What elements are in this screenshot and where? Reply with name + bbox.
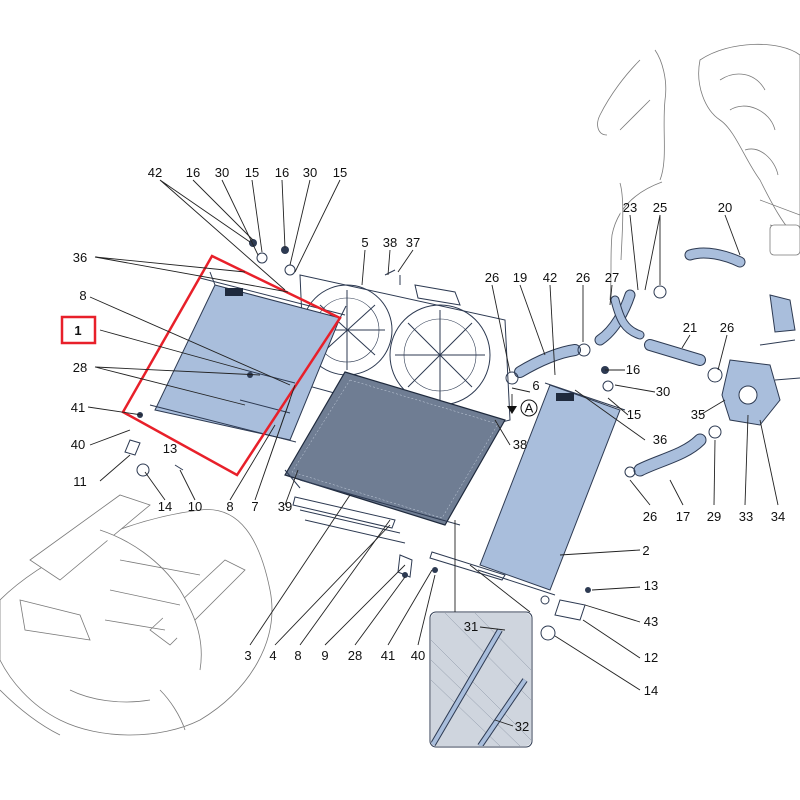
engine-outline-top-right <box>698 43 800 256</box>
right-radiator <box>477 382 626 605</box>
callout-8[interactable]: 8 <box>294 648 301 663</box>
callout-15[interactable]: 15 <box>333 165 347 180</box>
callout-42[interactable]: 42 <box>148 165 162 180</box>
callout-27[interactable]: 27 <box>605 270 619 285</box>
callout-34[interactable]: 34 <box>771 509 785 524</box>
callout-30[interactable]: 30 <box>656 384 670 399</box>
callout-43[interactable]: 43 <box>644 614 658 629</box>
callout-17[interactable]: 17 <box>676 509 690 524</box>
chassis-outline-bottom-left <box>0 494 273 736</box>
thermostat-housing <box>721 294 800 426</box>
callout-29[interactable]: 29 <box>707 509 721 524</box>
callout-20[interactable]: 20 <box>718 200 732 215</box>
callout-31[interactable]: 31 <box>464 619 478 634</box>
callout-4[interactable]: 4 <box>269 648 276 663</box>
condenser-core <box>284 371 506 526</box>
callout-30[interactable]: 30 <box>303 165 317 180</box>
leader-lines <box>87 179 779 727</box>
selected-part-label-box[interactable] <box>60 315 97 345</box>
callout-6[interactable]: 6 <box>532 378 539 393</box>
callout-25[interactable]: 25 <box>653 200 667 215</box>
callout-1-selected[interactable]: 1 <box>74 323 81 338</box>
callout-labels: 42 16 30 15 16 30 15 36 5 38 37 8 1 28 4… <box>71 165 785 734</box>
callout-15[interactable]: 15 <box>627 407 641 422</box>
callout-11[interactable]: 11 <box>73 474 87 489</box>
hoses <box>514 247 746 477</box>
fittings <box>124 239 723 641</box>
callout-33[interactable]: 33 <box>739 509 753 524</box>
callout-30[interactable]: 30 <box>215 165 229 180</box>
callout-8[interactable]: 8 <box>226 499 233 514</box>
callout-36[interactable]: 36 <box>653 432 667 447</box>
callout-5[interactable]: 5 <box>361 235 368 250</box>
callout-40[interactable]: 40 <box>71 437 85 452</box>
callout-16[interactable]: 16 <box>186 165 200 180</box>
callout-13[interactable]: 13 <box>163 441 177 456</box>
callout-9[interactable]: 9 <box>321 648 328 663</box>
view-arrow-a: A <box>507 394 538 417</box>
callout-38[interactable]: 38 <box>383 235 397 250</box>
callout-26[interactable]: 26 <box>485 270 499 285</box>
callout-8[interactable]: 8 <box>79 288 86 303</box>
view-arrow-label: A <box>525 401 534 416</box>
callout-26[interactable]: 26 <box>576 270 590 285</box>
callout-42[interactable]: 42 <box>543 270 557 285</box>
callout-26[interactable]: 26 <box>720 320 734 335</box>
callout-16[interactable]: 16 <box>275 165 289 180</box>
callout-16[interactable]: 16 <box>626 362 640 377</box>
callout-23[interactable]: 23 <box>623 200 637 215</box>
callout-36[interactable]: 36 <box>73 250 87 265</box>
callout-2[interactable]: 2 <box>642 543 649 558</box>
inset-detail <box>429 520 533 748</box>
callout-3[interactable]: 3 <box>244 648 251 663</box>
callout-15[interactable]: 15 <box>245 165 259 180</box>
callout-35[interactable]: 35 <box>691 407 705 422</box>
callout-14[interactable]: 14 <box>158 499 172 514</box>
callout-13[interactable]: 13 <box>644 578 658 593</box>
callout-28[interactable]: 28 <box>348 648 362 663</box>
callout-38[interactable]: 38 <box>513 437 527 452</box>
callout-41[interactable]: 41 <box>71 400 85 415</box>
callout-21[interactable]: 21 <box>683 320 697 335</box>
left-radiator <box>137 271 347 443</box>
callout-41[interactable]: 41 <box>381 648 395 663</box>
callout-39[interactable]: 39 <box>278 499 292 514</box>
callout-32[interactable]: 32 <box>515 719 529 734</box>
selection-highlight-frame <box>121 254 342 477</box>
callout-28[interactable]: 28 <box>73 360 87 375</box>
callout-12[interactable]: 12 <box>644 650 658 665</box>
callout-19[interactable]: 19 <box>513 270 527 285</box>
callout-10[interactable]: 10 <box>188 499 202 514</box>
callout-40[interactable]: 40 <box>411 648 425 663</box>
callout-37[interactable]: 37 <box>406 235 420 250</box>
callout-14[interactable]: 14 <box>644 683 658 698</box>
callout-7[interactable]: 7 <box>251 499 258 514</box>
hose-outline-top <box>597 49 667 301</box>
callout-26[interactable]: 26 <box>643 509 657 524</box>
